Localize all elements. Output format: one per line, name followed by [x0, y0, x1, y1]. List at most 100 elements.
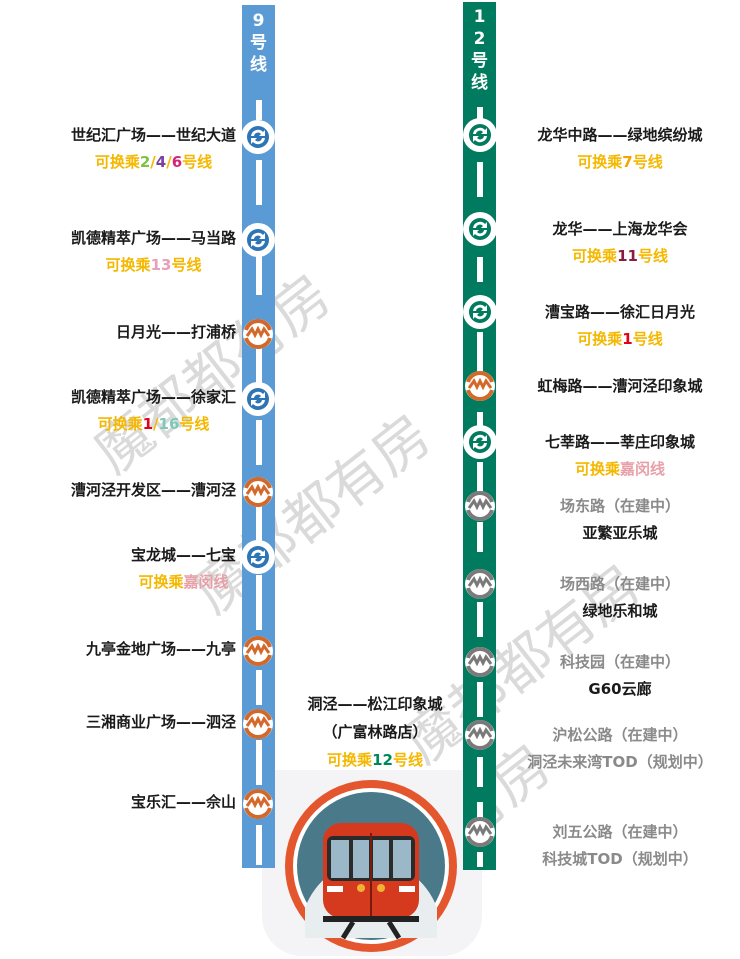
station-line12[interactable]: 场东路（在建中）亚繁亚乐城 — [505, 495, 735, 543]
transfer-station-icon — [463, 118, 497, 152]
station-name: 凯德精萃广场——徐家汇 — [71, 388, 237, 406]
station-line9[interactable]: 凯德精萃广场——徐家汇可换乘1/16号线 — [71, 386, 236, 434]
center-station[interactable]: 洞泾——松江印象城 （广富林路店） 可换乘12号线 — [275, 690, 475, 774]
transfer-info: 可换乘嘉闵线 — [505, 458, 735, 479]
line-label-char: 2 — [473, 29, 486, 49]
station-line12[interactable]: 刘五公路（在建中）科技城TOD（规划中） — [505, 821, 735, 869]
station-name: 漕宝路——徐汇日月光 — [544, 303, 695, 321]
transfer-segment: / — [153, 415, 159, 433]
track-dash — [256, 825, 262, 865]
metro-station-icon — [463, 718, 497, 752]
station-line9[interactable]: 凯德精萃广场——马当路可换乘13号线 — [71, 227, 236, 275]
track-dash — [477, 412, 483, 432]
transfer-segment: 6 — [171, 153, 183, 171]
station-name: 三湘商业广场——泗泾 — [85, 713, 236, 731]
station-line9[interactable]: 宝乐汇——佘山 — [131, 791, 236, 812]
station-name: 宝乐汇——佘山 — [130, 793, 236, 811]
track-dash — [256, 100, 262, 120]
transfer-segment: 可换乘 — [577, 330, 623, 348]
station-line12[interactable]: 漕宝路——徐汇日月光可换乘1号线 — [505, 301, 735, 349]
station-line12[interactable]: 场西路（在建中）绿地乐和城 — [505, 573, 735, 621]
metro-station-icon — [241, 475, 275, 509]
track-dash — [256, 345, 262, 385]
transfer-segment: 可换乘 — [94, 153, 140, 171]
transfer-info: 可换乘1/16号线 — [71, 413, 236, 434]
track-dash — [256, 505, 262, 545]
transfer-info: 可换乘13号线 — [71, 254, 236, 275]
metro-station-icon — [463, 489, 497, 523]
track-dash — [477, 462, 483, 492]
track-dash — [256, 255, 262, 295]
transfer-info: 可换乘2/4/6号线 — [71, 151, 236, 172]
station-line12[interactable]: 虹梅路——漕河泾印象城 — [505, 375, 735, 396]
transfer-station-icon — [241, 540, 275, 574]
metro-station-icon — [241, 787, 275, 821]
line-label-char: 1 — [473, 7, 486, 27]
transfer-segment: 13 — [150, 256, 172, 274]
station-line12[interactable]: 龙华中路——绿地缤纷城可换乘7号线 — [505, 124, 735, 172]
track-dash — [477, 852, 483, 867]
mall-name: G60云廊 — [588, 680, 652, 698]
station-name: 龙华中路——绿地缤纷城 — [537, 126, 703, 144]
transfer-segment: 嘉闵线 — [620, 460, 666, 478]
metro-station-icon — [463, 645, 497, 679]
station-line9[interactable]: 漕河泾开发区——漕河泾 — [71, 479, 236, 500]
track-dash — [477, 332, 483, 372]
transfer-segment: 号线 — [632, 153, 663, 171]
station-name: 场东路（在建中） — [559, 497, 680, 515]
station-line9[interactable]: 宝龙城——七宝可换乘嘉闵线 — [131, 544, 236, 592]
track-dash — [477, 257, 483, 282]
transfer-station-icon — [241, 223, 275, 257]
metro-station-icon — [241, 317, 275, 351]
line-label-char: 线 — [250, 55, 267, 75]
transfer-segment: / — [166, 153, 172, 171]
track-dash — [477, 107, 483, 122]
station-name: 漕河泾开发区——漕河泾 — [70, 481, 236, 499]
transfer-segment: 1 — [142, 415, 154, 433]
transfer-segment: 2 — [139, 153, 151, 171]
station-line12[interactable]: 龙华——上海龙华会可换乘11号线 — [505, 218, 735, 266]
track-dash — [477, 802, 483, 822]
station-name: 刘五公路（在建中） — [552, 823, 688, 841]
station-line9[interactable]: 九亭金地广场——九亭 — [86, 638, 236, 659]
track-dash — [256, 575, 262, 630]
transfer-segment: 可换乘 — [572, 247, 618, 265]
transfer-station-icon — [241, 382, 275, 416]
metro-station-icon — [463, 369, 497, 403]
center-station-name: 洞泾——松江印象城 — [307, 695, 443, 713]
station-line9[interactable]: 世纪汇广场——世纪大道可换乘2/4/6号线 — [71, 124, 236, 172]
station-line9[interactable]: 三湘商业广场——泗泾 — [86, 711, 236, 732]
transfer-segment: 号线 — [171, 256, 202, 274]
center-station-branch: （广富林路店） — [322, 723, 428, 741]
track-dash — [256, 420, 262, 465]
station-name: 世纪汇广场——世纪大道 — [71, 126, 237, 144]
station-name: 虹梅路——漕河泾印象城 — [537, 377, 703, 395]
track-dash — [477, 682, 483, 717]
transfer-station-icon — [463, 212, 497, 246]
station-name: 七莘路——莘庄印象城 — [544, 433, 695, 451]
station-name: 科技园（在建中） — [559, 653, 680, 671]
station-line12[interactable]: 沪松公路（在建中）洞泾未来湾TOD（规划中） — [505, 724, 735, 772]
transfer-segment: 7 — [622, 153, 633, 171]
transfer-info: 可换乘11号线 — [505, 245, 735, 266]
station-line12[interactable]: 科技园（在建中） G60云廊 — [505, 651, 735, 699]
station-line9[interactable]: 日月光——打浦桥 — [116, 321, 236, 342]
transfer-info: 可换乘嘉闵线 — [131, 571, 236, 592]
line-label-char: 9 — [252, 11, 265, 31]
transfer-segment: 4 — [155, 153, 167, 171]
station-name: 宝龙城——七宝 — [131, 546, 237, 564]
transfer-segment: 可换乘 — [105, 256, 151, 274]
station-line12[interactable]: 七莘路——莘庄印象城可换乘嘉闵线 — [505, 431, 735, 479]
transfer-segment: 号线 — [632, 330, 663, 348]
watermark-text: 魔都都有房 — [82, 262, 344, 487]
track-dash — [477, 522, 483, 552]
metro-station-icon — [241, 707, 275, 741]
transfer-info: 可换乘12号线 — [275, 746, 475, 774]
metro-station-icon — [463, 815, 497, 849]
transfer-segment: 号线 — [392, 751, 423, 769]
station-name: 场西路（在建中） — [559, 575, 680, 593]
transfer-segment: 号线 — [637, 247, 668, 265]
transfer-segment: 可换乘 — [327, 751, 373, 769]
